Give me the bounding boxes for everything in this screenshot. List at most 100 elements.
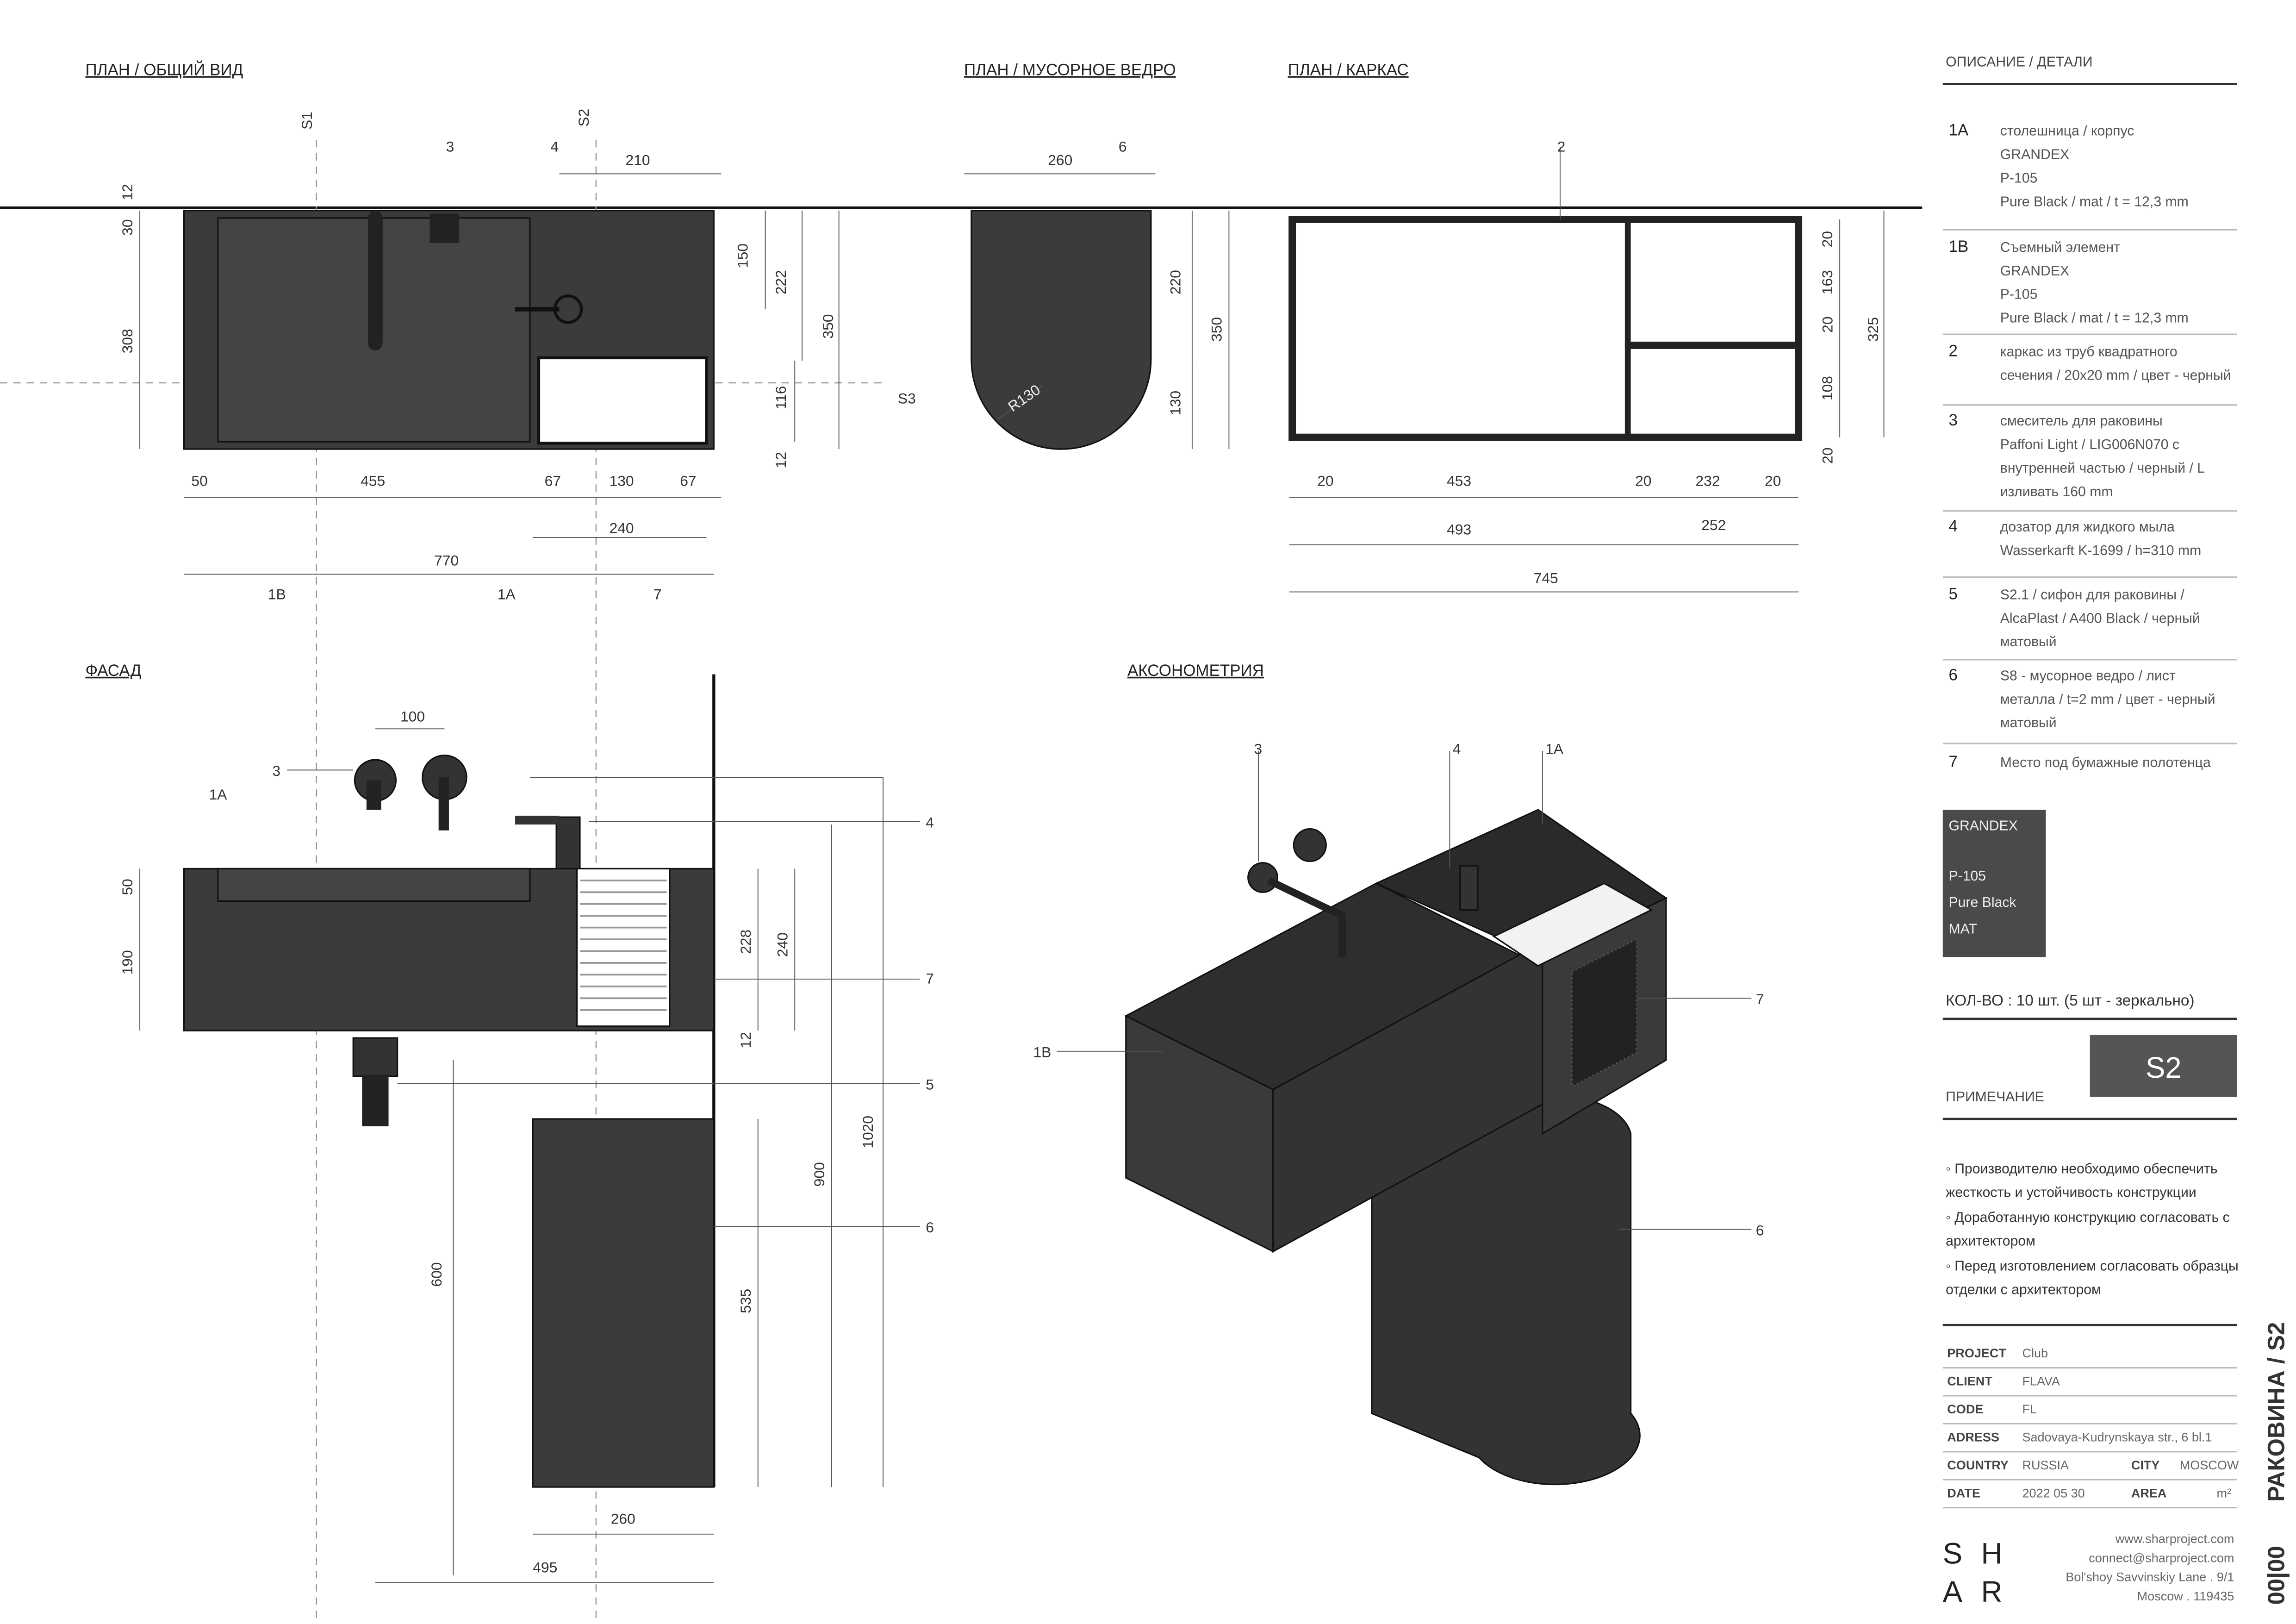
dim: 20 (1819, 231, 1836, 247)
item-text: сечения / 20x20 mm / цвет - черный (2000, 368, 2231, 383)
dim: 455 (361, 473, 385, 489)
website-link[interactable]: www.sharproject.com (2115, 1532, 2234, 1546)
dim: 260 (611, 1511, 635, 1527)
detail-item: 7 Место под бумажные полотенца (1948, 753, 2210, 771)
dim: 108 (1819, 376, 1836, 400)
item-text: S8 - мусорное ведро / лист (2000, 668, 2176, 683)
plan-frame-view: 2 20 163 20 108 20 325 20 453 20 232 20 … (1288, 138, 1885, 593)
tb-label: CLIENT (1947, 1374, 1992, 1388)
dim: 453 (1447, 473, 1471, 489)
quantity: КОЛ-ВО : 10 шт. (5 шт - зеркально) (1946, 992, 2195, 1009)
label: 5 (926, 1076, 934, 1093)
item-text: матовый (2000, 715, 2057, 731)
details-title: ОПИСАНИЕ / ДЕТАЛИ (1946, 54, 2092, 69)
label: 1A (209, 786, 228, 803)
dim: 900 (811, 1162, 828, 1187)
sheet-title: РАКОВИНА / S2 (2263, 1322, 2290, 1502)
dim: 20 (1819, 316, 1836, 332)
details-panel: ОПИСАНИЕ / ДЕТАЛИ 1A столешница / корпус… (1942, 54, 2290, 1608)
item-text: Pure Black / mat / t = 12,3 mm (2000, 311, 2189, 326)
facade-title: ФАСАД (85, 662, 141, 680)
sheet-number: 00|00 (2263, 1546, 2290, 1605)
swatch-text: MAT (1948, 921, 1977, 937)
note-line: ◦ Перед изготовлением согласовать образц… (1946, 1259, 2239, 1274)
label: 1A (498, 586, 516, 602)
item-text: GRANDEX (2000, 147, 2069, 162)
note-line: ◦ Доработанную конструкцию согласовать с (1946, 1210, 2230, 1225)
axonometric-view: 3 4 1A 7 1B 6 (1033, 740, 1764, 1486)
dim: 252 (1701, 517, 1726, 533)
label: 3 (446, 138, 454, 155)
tb-value: Sadovaya-Kudrynskaya str., 6 bl.1 (2022, 1430, 2212, 1444)
tb-label: CODE (1947, 1402, 1983, 1416)
label: 6 (1756, 1222, 1764, 1238)
plan-bin-view: 260 6 220 350 130 R130 (964, 138, 1230, 450)
dim: 1020 (859, 1116, 876, 1149)
item-text: P-105 (2000, 287, 2038, 302)
logo-letter: A (1943, 1575, 1963, 1608)
dim: 493 (1447, 521, 1471, 538)
item-text: GRANDEX (2000, 263, 2069, 279)
dim: 495 (533, 1559, 557, 1576)
tb-value: Club (2022, 1346, 2048, 1360)
item-text: Pure Black / mat / t = 12,3 mm (2000, 194, 2189, 209)
label: 1A (1545, 740, 1564, 757)
detail-item: 5 S2.1 / сифон для раковины /AlcaPlast /… (1948, 585, 2200, 650)
item-id: 1A (1948, 121, 1968, 139)
label: 4 (550, 138, 559, 155)
label: 2 (1557, 138, 1566, 155)
dim: 30 (119, 219, 136, 236)
label: 3 (1254, 740, 1262, 757)
email-link[interactable]: connect@sharproject.com (2089, 1551, 2234, 1565)
axis-label-s1: S1 (299, 112, 315, 130)
logo: S H A R (1943, 1537, 2003, 1608)
item-id: 3 (1948, 411, 1957, 429)
item-text: дозатор для жидкого мыла (2000, 519, 2175, 535)
note-line: отделки с архитектором (1946, 1282, 2101, 1297)
frame-plan-title: ПЛАН / КАРКАС (1288, 61, 1409, 79)
item-text: P-105 (2000, 170, 2038, 186)
dim: 240 (610, 519, 634, 536)
dim: 228 (737, 930, 754, 954)
item-text: Съемный элемент (2000, 240, 2120, 255)
dim: 150 (734, 244, 751, 268)
material-swatch: GRANDEX P-105 Pure Black MAT (1942, 810, 2046, 957)
dim: 190 (119, 950, 136, 974)
plan-general-view: 210 150 222 350 308 30 12 116 12 50 455 … (119, 109, 916, 603)
label: 1B (268, 586, 286, 602)
label: 3 (272, 762, 280, 779)
swatch-text: P-105 (1948, 868, 1986, 884)
label: 4 (926, 814, 934, 831)
tb-label: PROJECT (1947, 1346, 2006, 1360)
dim: 325 (1865, 317, 1881, 342)
address-line: Bol'shoy Savvinskiy Lane . 9/1 (2066, 1570, 2234, 1584)
label: 6 (1119, 138, 1127, 155)
tb-label: CITY (2131, 1458, 2160, 1472)
tag-badge (2090, 1035, 2237, 1097)
dim: 240 (774, 932, 790, 957)
note-line: ◦ Производителю необходимо обеспечить (1946, 1162, 2217, 1177)
dim: 12 (737, 1032, 754, 1048)
dim: 210 (626, 151, 650, 168)
dim: 260 (1048, 151, 1072, 168)
item-id: 6 (1948, 666, 1957, 684)
dim: 20 (1317, 473, 1333, 489)
label: 7 (1756, 991, 1764, 1007)
axis-label-s3: S3 (898, 390, 916, 407)
dim: 130 (610, 473, 634, 489)
dim: 600 (428, 1262, 445, 1287)
dim: 12 (772, 452, 789, 468)
label: 6 (926, 1219, 934, 1236)
item-text: матовый (2000, 634, 2057, 650)
item-id: 7 (1948, 753, 1957, 771)
dim: 50 (191, 473, 207, 489)
tb-value: RUSSIA (2022, 1458, 2069, 1472)
item-text: смеситель для раковины (2000, 413, 2163, 429)
dim: 116 (772, 386, 789, 410)
notes-title: ПРИМЕЧАНИЕ (1946, 1089, 2044, 1105)
